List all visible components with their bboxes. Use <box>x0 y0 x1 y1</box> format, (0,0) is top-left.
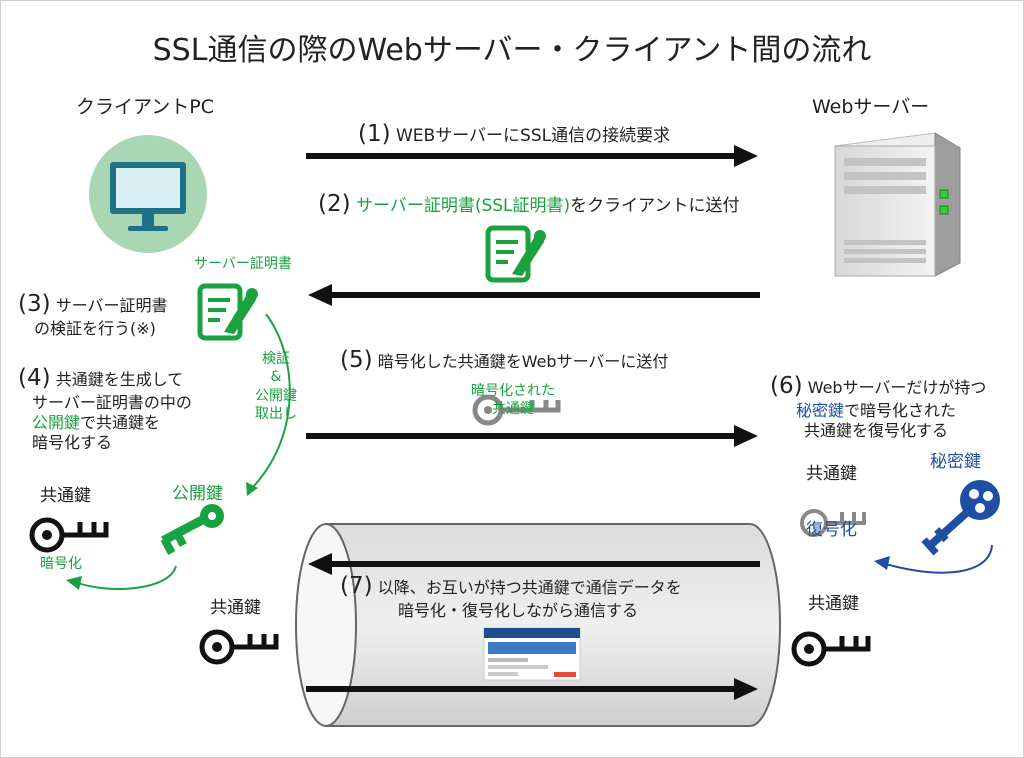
step-4-public-key: 公開鍵 <box>32 412 81 432</box>
webpage-thumbnail <box>483 627 581 681</box>
step-2: (2) サーバー証明書(SSL証明書)をクライアントに送付 <box>318 190 739 219</box>
step-1-number: (1) <box>358 121 391 147</box>
certificate-icon <box>485 225 546 283</box>
encrypt-label: 暗号化 <box>40 556 82 572</box>
common-key-label-client-tunnel: 共通鍵 <box>210 598 261 618</box>
public-key-label: 公開鍵 <box>172 484 223 504</box>
private-key-label: 秘密鍵 <box>930 452 981 472</box>
step-6-line-2: で暗号化された <box>844 400 957 420</box>
step-7-line-1: 以降、お互いが持つ共通鍵で通信データを <box>377 578 682 597</box>
step-4-line-4: 暗号化する <box>32 432 113 452</box>
monitor-icon <box>89 135 207 253</box>
step-4-line-3: で共通鍵を <box>80 412 161 432</box>
step-2-cert-text: サーバー証明書(SSL証明書) <box>356 196 571 216</box>
step-7-number: (7) <box>340 573 373 599</box>
encrypted-common-key-label: 暗号化された 共通鍵 <box>471 383 555 418</box>
key-icon <box>160 504 224 555</box>
key-icon <box>29 517 109 553</box>
step-3-number: (3) <box>18 291 51 317</box>
certificate-icon <box>197 283 258 341</box>
server-cert-label: サーバー証明書 <box>194 256 292 272</box>
step-4: (4) 共通鍵を生成して サーバー証明書の中の 公開鍵で共通鍵を 暗号化する <box>18 364 192 453</box>
step-6-private-key: 秘密鍵 <box>796 400 845 420</box>
encrypted-key-icon <box>472 394 561 426</box>
step-5-text: 暗号化した共通鍵をWebサーバーに送付 <box>377 352 669 371</box>
key-icon <box>800 509 866 537</box>
step-1: (1) WEBサーバーにSSL通信の接続要求 <box>358 120 670 149</box>
step-4-line-2: サーバー証明書の中の <box>32 392 192 412</box>
step-3-line-1: サーバー証明書 <box>55 296 168 315</box>
common-key-label-client: 共通鍵 <box>40 486 91 506</box>
step-5-number: (5) <box>340 347 373 373</box>
key-icon <box>791 631 871 667</box>
private-key-icon <box>921 480 1000 556</box>
verify-label: 検証 & 公開鍵 取出し <box>255 351 297 423</box>
step-3-line-2: の検証を行う(※) <box>34 318 156 338</box>
decrypt-label: 復号化 <box>806 520 857 540</box>
common-key-label-server-tunnel: 共通鍵 <box>808 594 859 614</box>
step-7-line-2: 暗号化・復号化しながら通信する <box>398 600 639 620</box>
step-3: (3) サーバー証明書 の検証を行う(※) <box>18 290 168 339</box>
step-4-number: (4) <box>18 365 51 391</box>
key-icon <box>199 629 279 665</box>
step-7: (7) 以降、お互いが持つ共通鍵で通信データを 暗号化・復号化しながら通信する <box>340 572 682 621</box>
step-6-number: (6) <box>770 373 803 399</box>
step-6-line-1: Webサーバーだけが持つ <box>807 378 987 397</box>
step-6-line-3: 共通鍵を復号化する <box>804 420 949 440</box>
step-2-text: をクライアントに送付 <box>570 196 740 216</box>
common-key-label-server-decrypt: 共通鍵 <box>806 464 857 484</box>
server-label: Webサーバー <box>812 96 930 118</box>
diagram-title: SSL通信の際のWebサーバー・クライアント間の流れ <box>152 33 872 68</box>
step-2-number: (2) <box>318 191 351 217</box>
step-1-text: WEBサーバーにSSL通信の接続要求 <box>396 126 671 146</box>
secure-tunnel <box>295 523 781 727</box>
step-4-line-1: 共通鍵を生成して <box>55 370 184 389</box>
step-5: (5) 暗号化した共通鍵をWebサーバーに送付 <box>340 346 668 375</box>
step-6: (6) Webサーバーだけが持つ 秘密鍵で暗号化された 共通鍵を復号化する <box>770 372 986 441</box>
client-label: クライアントPC <box>76 96 214 118</box>
server-icon <box>833 132 962 277</box>
